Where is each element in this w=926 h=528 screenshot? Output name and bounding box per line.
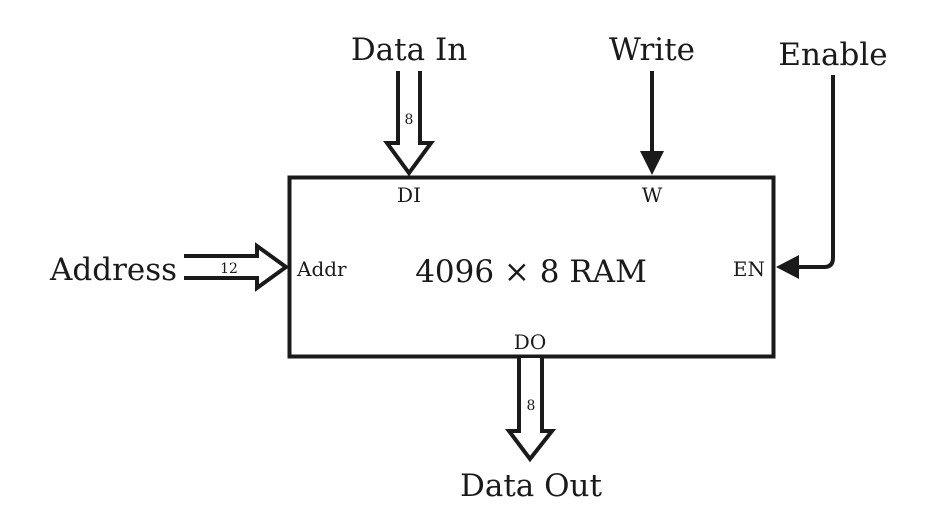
enable-line bbox=[795, 75, 835, 269]
address-bus-arrow bbox=[184, 242, 290, 292]
port-label-en: EN bbox=[733, 257, 765, 281]
port-label-w: W bbox=[642, 183, 663, 207]
ram-title: 4096 × 8 RAM bbox=[415, 254, 647, 290]
ram-component-box bbox=[287, 175, 776, 359]
data-in-bus-arrow bbox=[383, 71, 435, 177]
data-out-bus-width: 8 bbox=[527, 398, 536, 414]
data-out-bus-arrow bbox=[505, 358, 557, 463]
data-in-bus-width: 8 bbox=[405, 112, 414, 128]
write-arrowhead bbox=[640, 151, 664, 175]
signal-label-write: Write bbox=[609, 32, 695, 68]
enable-arrowhead bbox=[776, 255, 799, 279]
signal-label-address: Address bbox=[49, 252, 177, 288]
port-label-do: DO bbox=[514, 330, 546, 354]
signal-label-enable: Enable bbox=[778, 37, 887, 73]
address-bus-width: 12 bbox=[220, 261, 238, 277]
port-label-addr: Addr bbox=[296, 257, 347, 281]
port-label-di: DI bbox=[397, 183, 421, 207]
signal-label-data-out: Data Out bbox=[460, 468, 603, 504]
signal-label-data-in: Data In bbox=[351, 32, 467, 68]
